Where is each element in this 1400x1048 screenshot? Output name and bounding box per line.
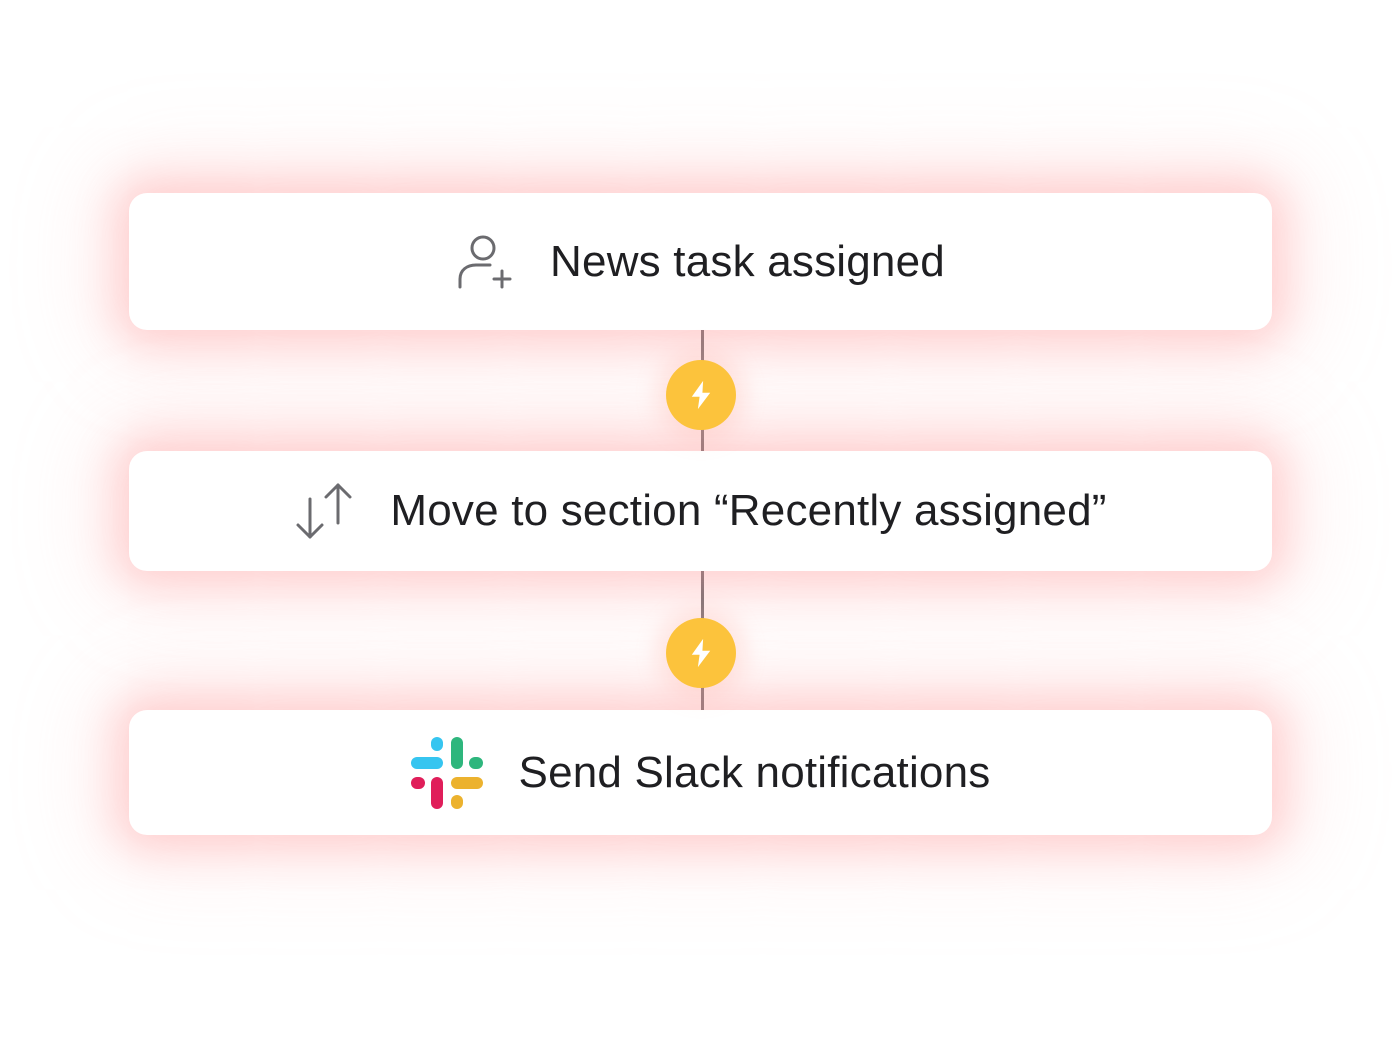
lightning-bolt-icon [666,618,736,688]
step-label: Move to section “Recently assigned” [390,486,1107,535]
action-card-slack[interactable]: Send Slack notifications [129,710,1272,835]
trigger-card[interactable]: News task assigned [129,193,1272,330]
card-content: News task assigned [456,233,945,291]
swap-vertical-arrows-icon [294,481,354,541]
lightning-bolt-icon [666,360,736,430]
card-content: Move to section “Recently assigned” [294,481,1106,541]
card-content: Send Slack notifications [410,736,991,809]
step-label: News task assigned [550,236,945,286]
slack-logo-icon [410,736,483,809]
user-add-icon [456,233,514,291]
action-card-move-section[interactable]: Move to section “Recently assigned” [129,451,1272,571]
step-label: Send Slack notifications [518,747,991,797]
